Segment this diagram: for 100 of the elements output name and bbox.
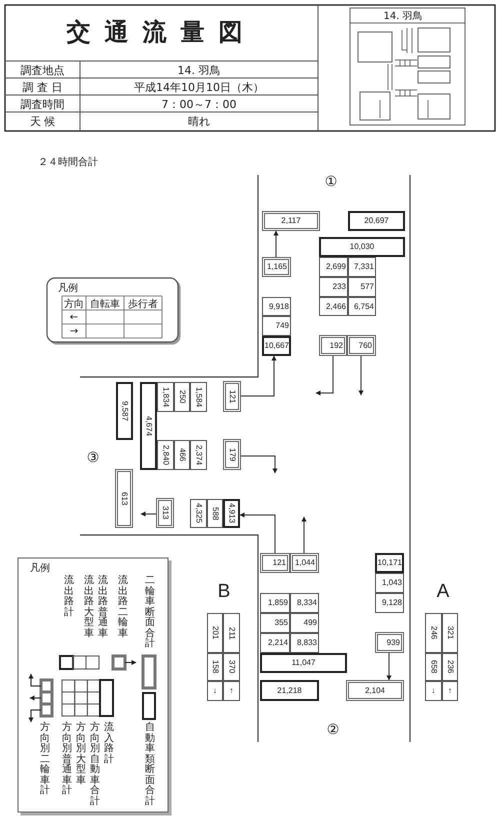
column-header: 自転車	[89, 298, 121, 310]
field-value: 14. 羽鳥	[176, 62, 222, 78]
field-value: 7：00～7：00	[160, 96, 238, 112]
legend-text: 自動車類断面合計	[145, 723, 155, 807]
count-cell: 233	[319, 277, 348, 297]
count-cell: 2,699	[319, 257, 348, 277]
crosswalk-letter: A	[436, 581, 450, 603]
count-box: 10,030	[319, 237, 405, 257]
direction-label: →	[68, 325, 80, 338]
count-box: 10,667	[262, 336, 291, 356]
count-cell: 1,859	[260, 593, 290, 613]
count-box: 313	[156, 498, 174, 528]
legend-text: 流出路計	[64, 576, 74, 618]
count-box: 121	[223, 381, 241, 412]
arrow	[302, 516, 306, 554]
count-cell: 4,325	[190, 499, 207, 528]
count-cell: ↓	[207, 681, 223, 701]
count-cell: 2,840	[157, 440, 174, 470]
count-cell: 355	[260, 613, 290, 633]
count-cell: 2,374	[190, 440, 207, 470]
field-label: 天 候	[28, 114, 56, 129]
legend-text: 方向別二輪車計	[40, 723, 50, 796]
arrow	[240, 456, 278, 474]
legend-title: 凡例	[57, 282, 79, 295]
count-box: 9,587	[116, 382, 133, 440]
count-box: 760	[347, 335, 376, 356]
count-cell: 9,918	[262, 297, 291, 316]
count-cell: 588	[207, 499, 223, 528]
legend-text: 方向別大型車	[76, 723, 86, 786]
direction-label: ←	[68, 311, 80, 324]
legend-text: 流出路二輪車	[118, 576, 128, 639]
count-box: 192	[319, 335, 347, 356]
legend-text: 二輪車断面合計	[145, 576, 155, 650]
count-cell: 158	[207, 653, 223, 681]
count-cell: ↓	[425, 681, 442, 701]
count-cell: 250	[174, 382, 190, 412]
legend-text: 方向別普通車計	[62, 723, 72, 796]
count-box: 4,674	[140, 382, 157, 470]
field-value: 平成14年10月10日（木）	[133, 80, 265, 95]
legend-text: 流出路普通車	[98, 576, 108, 639]
arrow	[240, 512, 276, 554]
approach-number: ①	[324, 173, 338, 191]
count-cell: 201	[207, 613, 223, 653]
count-cell: 211	[223, 613, 240, 653]
arrow	[274, 230, 278, 258]
legend-text: 方向別自動車合計	[90, 723, 100, 807]
count-cell: 246	[425, 613, 442, 653]
field-value: 晴れ	[187, 114, 211, 129]
column-header: 方向	[63, 298, 85, 310]
arrow	[316, 356, 334, 396]
count-box: 2,104	[346, 680, 404, 701]
count-box: 1,044	[290, 553, 319, 573]
count-box: 179	[223, 439, 241, 470]
count-cell: ↑	[223, 681, 240, 701]
map-title: 14. 羽鳥	[382, 10, 424, 22]
section-heading: ２４時間合計	[37, 156, 99, 169]
diagram-title: 交通流量図	[66, 17, 258, 48]
count-cell: 2,214	[260, 633, 290, 653]
count-box: 2,117	[262, 211, 320, 231]
count-box: 4,913	[223, 499, 240, 528]
approach-number: ③	[86, 449, 100, 467]
field-label: 調査時間	[20, 96, 66, 112]
legend-title: 凡例	[29, 562, 51, 575]
count-cell: 321	[442, 613, 458, 653]
count-box: 121	[260, 553, 290, 573]
count-cell: 8,334	[290, 593, 319, 613]
count-box: 11,047	[260, 653, 347, 673]
arrow	[386, 652, 392, 680]
count-cell: 236	[442, 653, 458, 681]
count-box: 20,697	[348, 211, 405, 231]
count-cell: 577	[348, 277, 376, 297]
count-box: 939	[375, 632, 404, 653]
arrow	[358, 356, 364, 396]
count-box: 1,165	[262, 257, 291, 277]
count-cell: 2,466	[319, 297, 348, 316]
count-box: 10,171	[375, 553, 404, 573]
legend-text: 流出路大型車	[84, 576, 94, 639]
count-cell: 370	[223, 653, 240, 681]
arrow	[240, 356, 276, 396]
arrow	[140, 512, 156, 516]
count-cell: 7,331	[348, 257, 376, 277]
count-cell: 1,043	[375, 573, 404, 593]
legend-text: 流入路計	[104, 723, 114, 765]
field-label: 調 査 日	[22, 80, 64, 95]
column-header: 歩行者	[127, 298, 159, 310]
field-label: 調査地点	[20, 62, 66, 78]
count-cell: 1,584	[190, 382, 207, 412]
count-cell: 9,128	[375, 593, 404, 613]
count-cell: 1,834	[157, 382, 174, 412]
count-cell: ↑	[442, 681, 458, 701]
approach-number: ②	[326, 721, 340, 739]
count-cell: 749	[262, 316, 291, 336]
count-cell: 8,833	[290, 633, 319, 653]
count-cell: 658	[425, 653, 442, 681]
count-cell: 466	[174, 440, 190, 470]
crosswalk-letter: B	[216, 581, 232, 603]
count-cell: 499	[290, 613, 319, 633]
count-box: 613	[115, 469, 133, 528]
count-box: 21,218	[260, 680, 319, 701]
count-cell: 6,754	[348, 297, 376, 316]
